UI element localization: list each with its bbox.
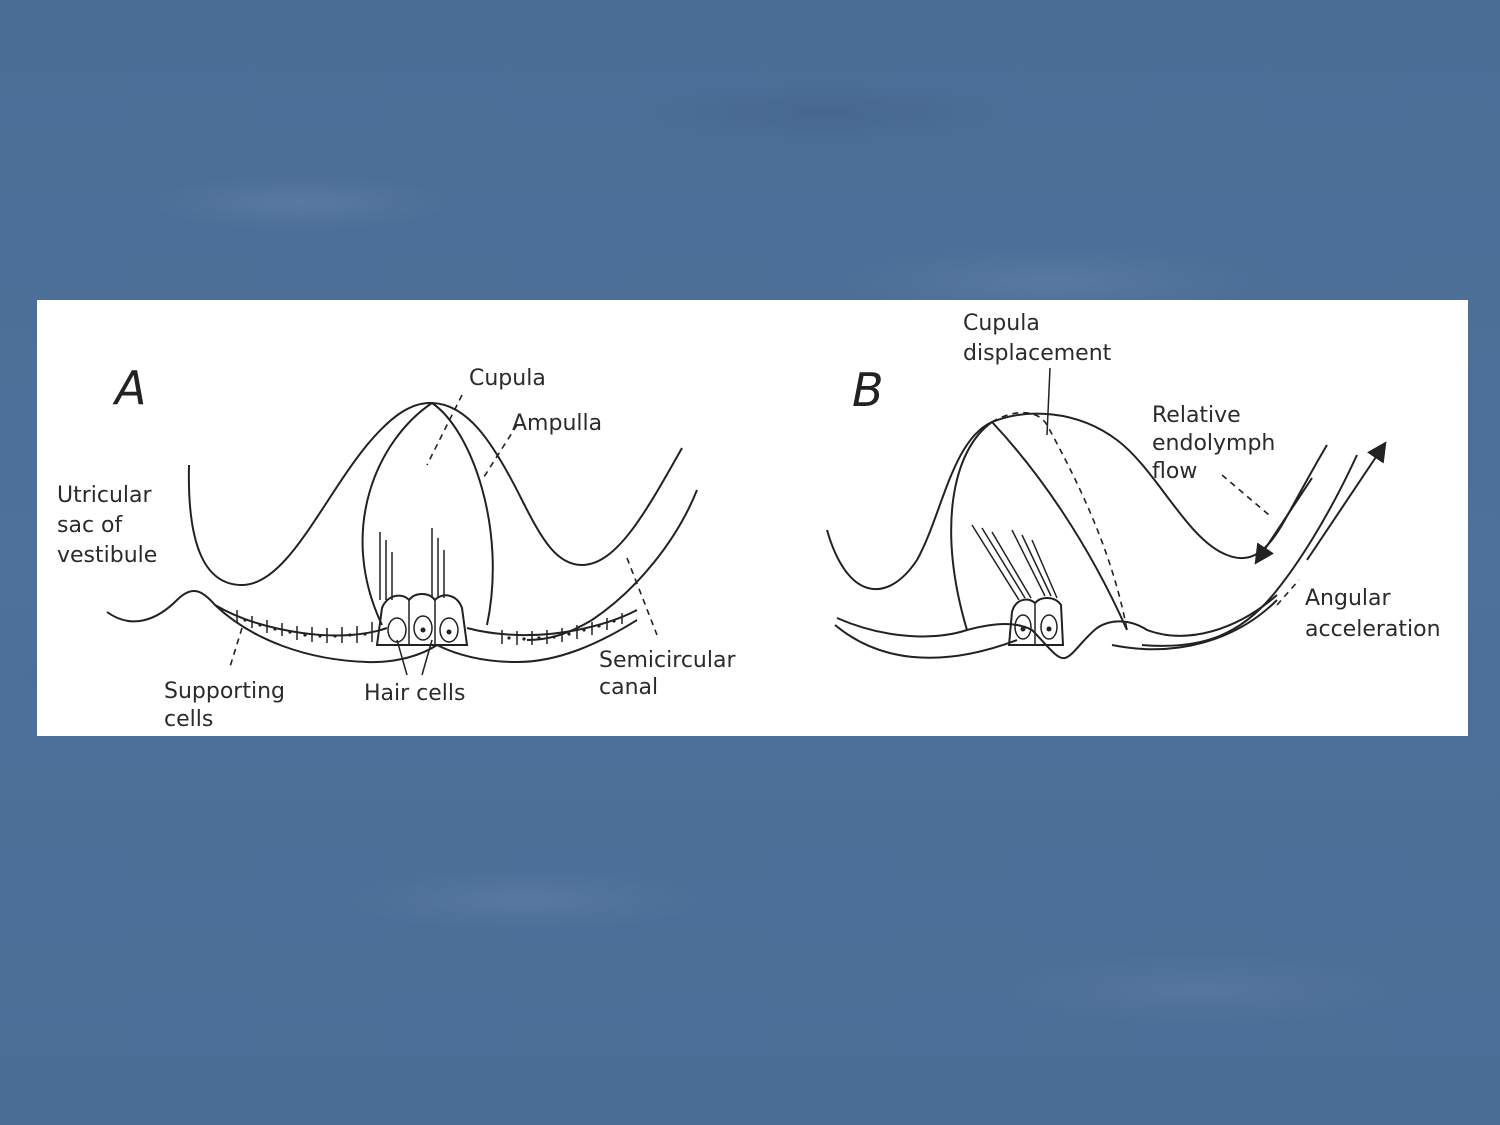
supporting-leader [228, 627, 243, 671]
label-utricular-3: vestibule [57, 543, 157, 568]
relative-flow-leader [1221, 474, 1270, 516]
label-cupula: Cupula [469, 366, 546, 391]
label-angular-2: acceleration [1305, 617, 1441, 642]
supporting-cells [236, 610, 623, 645]
label-supporting-1: Supporting [164, 679, 285, 704]
label-cupula-b-2: displacement [963, 341, 1112, 366]
semicircular-leader [626, 557, 658, 636]
angular-leader [1276, 579, 1300, 606]
label-ampulla: Ampulla [512, 411, 602, 436]
b-hair-cells [971, 524, 1065, 646]
panel-a-letter: A [112, 361, 146, 415]
ampulla-wall [187, 401, 683, 587]
panel-b: B [826, 311, 1441, 660]
label-relative-3: flow [1152, 459, 1197, 484]
b-crista-floor [836, 594, 1278, 660]
vestibular-diagram: A [57, 311, 1441, 732]
hair-cells-leader [396, 639, 433, 676]
label-utricular-1: Utricular [57, 483, 153, 508]
panel-b-letter: B [852, 363, 884, 417]
angular-acceleration-arrow [1306, 441, 1387, 561]
crista-floor [106, 590, 638, 664]
b-floor-under [834, 599, 1278, 659]
label-semicircular-1: Semicircular [599, 648, 736, 673]
label-semicircular-2: canal [599, 675, 658, 700]
semicircular-canal-wall [526, 489, 698, 641]
label-cupula-b-1: Cupula [963, 311, 1040, 336]
b-ampulla-wall [826, 412, 1328, 590]
label-relative-2: endolymph [1152, 431, 1275, 456]
label-relative-1: Relative [1152, 403, 1241, 428]
supporting-cell-layer [214, 604, 638, 637]
b-canal-wall [1141, 454, 1358, 647]
label-hair-cells: Hair cells [364, 681, 466, 706]
cupula-leader [426, 394, 463, 466]
label-supporting-2: cells [164, 707, 213, 732]
cupula [361, 401, 494, 626]
panel-a: A [57, 361, 736, 732]
relative-flow-arrow [1254, 477, 1313, 565]
b-cupula-displacement-outline [991, 411, 1128, 631]
label-angular-1: Angular [1305, 586, 1391, 611]
figure-panel: A [37, 300, 1468, 736]
hair-cells [375, 528, 469, 646]
cupula-displacement-leader [1046, 367, 1051, 436]
label-utricular-2: sac of [57, 513, 123, 538]
